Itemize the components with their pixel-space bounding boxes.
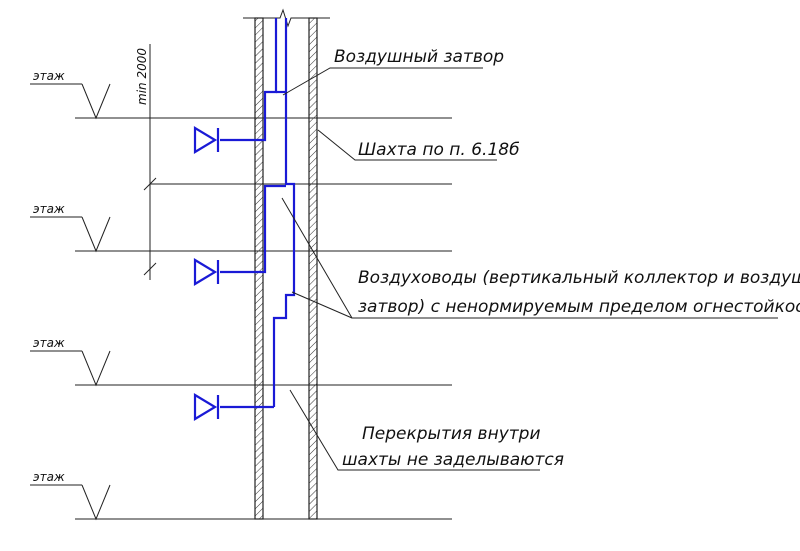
floor-marker-2: этаж bbox=[30, 202, 111, 253]
air-ducts bbox=[193, 18, 296, 421]
branch-2 bbox=[220, 184, 286, 274]
callout-slabs-line-1: Перекрытия внутри bbox=[362, 424, 541, 444]
floor-marker-1: этаж bbox=[30, 69, 111, 120]
air-valve-3 bbox=[193, 393, 220, 421]
floor-label-2: этаж bbox=[33, 202, 65, 216]
callout-shaft: Шахта по п. 6.18б bbox=[358, 140, 520, 160]
air-valve-1 bbox=[193, 126, 220, 154]
callout-ducts-line-1: Воздуховоды (вертикальный коллектор и во… bbox=[358, 268, 800, 288]
branch-1 bbox=[220, 18, 278, 142]
callout-slabs-line-2: шахты не заделываются bbox=[342, 450, 564, 470]
dimension-min-2000: min 2000 bbox=[135, 44, 157, 280]
vertical-collector bbox=[272, 18, 296, 407]
callout-air-lock: Воздушный затвор bbox=[334, 47, 504, 67]
callout-ducts-line-2: затвор) с ненормируемым пределом огнесто… bbox=[358, 297, 800, 317]
floor-label-4: этаж bbox=[33, 470, 65, 484]
floor-markers: этаж этаж этаж этаж bbox=[30, 69, 111, 521]
floor-marker-3: этаж bbox=[30, 336, 111, 387]
shaft-right-wall bbox=[308, 17, 318, 520]
air-valve-2 bbox=[193, 258, 220, 286]
floor-marker-4: этаж bbox=[30, 470, 111, 521]
shaft-walls bbox=[243, 8, 330, 520]
dimension-label: min 2000 bbox=[135, 48, 149, 105]
floor-label-3: этаж bbox=[33, 336, 65, 350]
leader-lines bbox=[281, 67, 778, 471]
floor-label-1: этаж bbox=[33, 69, 65, 83]
shaft-left-wall bbox=[254, 17, 264, 520]
